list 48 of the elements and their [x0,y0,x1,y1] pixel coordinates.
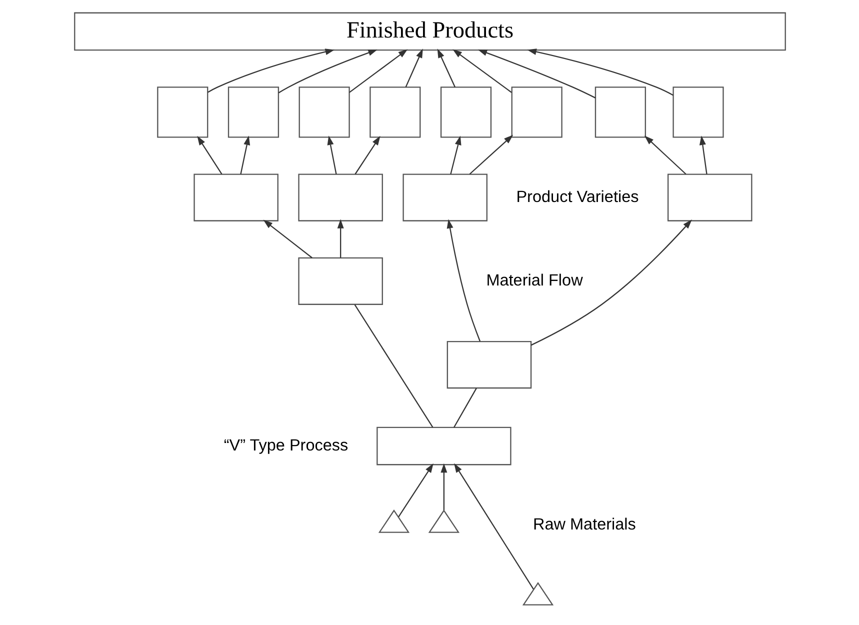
arrow [526,48,673,96]
arrow [644,136,686,175]
arrow [196,136,222,174]
node-box [227,86,279,138]
arrow [336,219,344,258]
arrow [530,220,692,346]
node-box [193,174,278,222]
node-box [594,86,646,138]
node-box: Finished Products [74,12,786,51]
label: Raw Materials [532,515,636,534]
node-box [446,340,532,389]
node-box [666,174,752,222]
arrow [452,49,512,93]
node-triangle [378,509,410,533]
node-triangle [522,582,554,606]
arrow [398,463,433,518]
node-box [440,86,492,138]
node-box [298,86,350,138]
node-box [376,426,511,466]
connector [354,304,433,428]
arrow [446,219,480,342]
label: Product Varieties [516,188,638,206]
arrow [450,136,461,174]
node-box [156,86,208,138]
arrow [436,48,456,88]
arrow [454,463,534,590]
arrow [698,136,707,174]
node-box [672,86,724,138]
arrow [404,48,422,88]
node-triangle [428,509,460,533]
label: “V” Type Process [223,436,348,454]
arrow [477,50,596,98]
arrow [326,136,336,174]
node-box [298,174,382,222]
node-box [510,86,562,138]
arrow [207,48,334,93]
node-box [402,174,487,222]
label: Material Flow [486,271,582,290]
arrow [348,49,408,93]
arrow [262,220,312,258]
arrow [468,134,513,175]
arrow [278,50,378,94]
connector [452,388,476,428]
node-box [298,257,382,305]
arrow [354,136,380,174]
arrow [440,463,447,510]
arrow [240,136,250,174]
node-box [369,86,420,138]
